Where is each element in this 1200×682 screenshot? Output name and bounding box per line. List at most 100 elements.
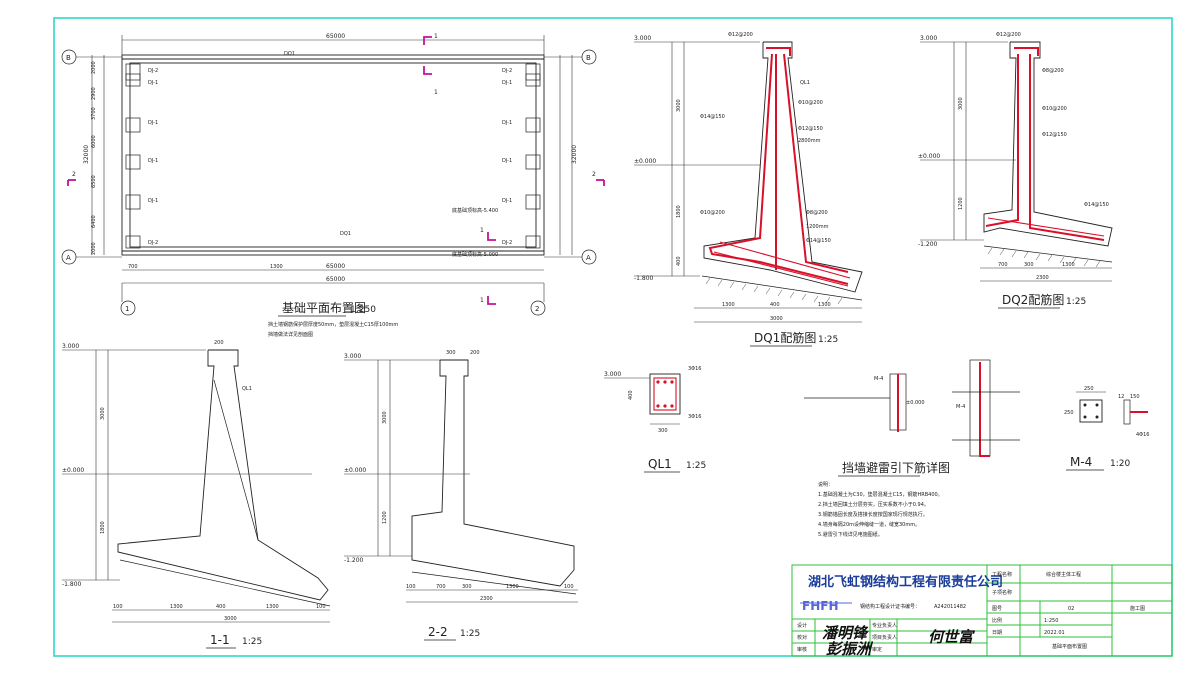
- field-label: 图号: [992, 606, 1002, 612]
- svg-text:2: 2: [592, 171, 596, 178]
- company-name: 湖北飞虹钢结构工程有限责任公司: [808, 574, 1003, 590]
- dim-v: 1200: [382, 511, 388, 524]
- wall-label: DQ1: [340, 231, 351, 237]
- pier-label: DJ-2: [148, 68, 158, 74]
- bar-label: Φ12@200: [996, 32, 1021, 38]
- m4-embed-plate: 250 250 12 150 4Φ16 M-4 1:20: [1064, 386, 1149, 471]
- axis-bubble-2: [530, 300, 546, 316]
- signature: 何世富: [928, 628, 976, 646]
- svg-text:2: 2: [72, 171, 76, 178]
- plan-outline: [121, 54, 545, 256]
- elev-zero: ±0.000: [344, 467, 366, 474]
- m4-title: M-4: [1070, 455, 1092, 469]
- dim-h: 100: [113, 604, 123, 610]
- signature: 彭振洲: [826, 640, 874, 658]
- ql1-scale: 1:25: [686, 461, 706, 471]
- drawing-frame: [53, 17, 1173, 657]
- section-1-1: 3.000 ±0.000 -1.800 3000 1800 200 QL1 10…: [62, 340, 331, 649]
- tag-m4: M-4: [874, 376, 883, 382]
- elev-bottom: -1.800: [62, 581, 82, 588]
- bar-label: Φ10@200: [1042, 106, 1067, 112]
- note-line: 5.避雷引下线详见电施图纸。: [818, 531, 883, 538]
- lightning-rod-detail: M-4 ±0.000 M-4 挡墙避雷引下筋详图: [804, 359, 1020, 477]
- dq1-title: DQ1配筋图: [754, 330, 816, 345]
- bar-label: Φ14@150: [700, 114, 725, 120]
- dim-left: 6000: [91, 135, 97, 148]
- elev-bottom: -1.200: [344, 557, 364, 564]
- pier-label: DJ-2: [502, 240, 512, 246]
- field-label: 比例: [992, 617, 1002, 624]
- svg-text:1: 1: [480, 297, 484, 304]
- axis-label: B: [66, 54, 71, 62]
- bar-label: Φ8@200: [806, 210, 828, 216]
- bar-label: Φ12@200: [728, 32, 753, 38]
- dim-v: 1800: [100, 521, 106, 534]
- dim-left: 6500: [91, 175, 97, 188]
- ql-label: QL1: [242, 386, 252, 392]
- foundation-plan: DJ-2 DJ-1 DJ-1 DJ-1 DJ-1 DJ-2 DJ-2 DJ-1 …: [61, 33, 605, 338]
- dim-v: 3000: [100, 407, 106, 420]
- dim-inner: 1300: [270, 264, 283, 270]
- cert-number: A242011482: [934, 604, 966, 610]
- dim-left: 6400: [91, 215, 97, 228]
- dim-inner: 700: [128, 264, 138, 270]
- dim-v: 3000: [382, 411, 388, 424]
- field-label: 子项名称: [992, 589, 1012, 596]
- elev-zero: ±0.000: [918, 153, 940, 160]
- axis-bubble-a: [61, 249, 77, 265]
- field-value: 02: [1068, 606, 1074, 612]
- dim-top: 300: [446, 350, 456, 356]
- axis-label: A: [586, 254, 591, 262]
- svg-text:1: 1: [434, 89, 438, 96]
- note-line: 说明：: [818, 481, 833, 488]
- elev-bottom: -1.800: [634, 275, 654, 282]
- ql1-title: QL1: [648, 457, 672, 471]
- dq1-scale: 1:25: [818, 335, 838, 345]
- dim-v: 1800: [676, 205, 682, 218]
- dim-h: 1300: [170, 604, 183, 610]
- dim: 250: [1084, 386, 1094, 392]
- dim-v: 1200: [958, 197, 964, 210]
- cert-label: 钢结构工程设计证书编号：: [860, 603, 920, 610]
- dim-overall-length: 65000: [326, 33, 345, 40]
- axis-label: B: [586, 54, 591, 62]
- dim-overall-length-axis: 65000: [326, 276, 345, 283]
- dq2-reinforcement-section: 3.000 ±0.000 -1.200 3000 1200 700 300 13…: [918, 32, 1113, 309]
- section-mark-1: 1 1 1 1: [423, 33, 496, 305]
- note-line: 4.墙身每隔20m设伸缩缝一道，缝宽30mm。: [818, 521, 920, 528]
- role-label: 校对: [797, 634, 807, 641]
- bar-label: Φ10@200: [798, 100, 823, 106]
- dim-h: 100: [316, 604, 326, 610]
- dim-h: 1300: [266, 604, 279, 610]
- pier-label: DJ-1: [502, 158, 512, 164]
- dim-h: 1300: [1062, 262, 1075, 268]
- sec22-scale: 1:25: [460, 629, 480, 639]
- dim-h: 100: [406, 584, 416, 590]
- plan-note: 挡土墙钢筋保护层厚度50mm，垫层混凝土C15厚100mm: [268, 321, 398, 328]
- role-label: 项目负责人: [872, 634, 897, 641]
- axis-bubble-a: [581, 249, 597, 265]
- pier-label: DJ-1: [502, 80, 512, 86]
- axis-label: A: [66, 254, 71, 262]
- section-2-2: 3.000 ±0.000 -1.200 3000 1200 300 200 10…: [344, 350, 578, 641]
- elev-bottom: -1.200: [918, 241, 938, 248]
- elev: 3.000: [604, 371, 621, 378]
- ql-label: QL1: [800, 80, 810, 86]
- piers-right: [525, 63, 541, 249]
- dim-h: 1300: [818, 302, 831, 308]
- elev-zero: ±0.000: [62, 467, 84, 474]
- dim-overall-length-bottom: 65000: [326, 263, 345, 270]
- role-label: 审定: [872, 646, 882, 653]
- sec11-scale: 1:25: [242, 637, 262, 647]
- dim-h: 400: [770, 302, 780, 308]
- elev-top: 3.000: [62, 343, 79, 350]
- company-logo: FHFH: [802, 599, 838, 613]
- axis-bubble-b: [61, 49, 77, 65]
- sec22-title: 2-2: [428, 625, 448, 639]
- plan-title: 基础平面布置图: [282, 301, 366, 315]
- bar-label: Φ12@150: [798, 126, 823, 132]
- dim-height: 400: [628, 390, 634, 400]
- dq1-hatch: [705, 277, 843, 305]
- plan-scale: 1:250: [350, 305, 376, 315]
